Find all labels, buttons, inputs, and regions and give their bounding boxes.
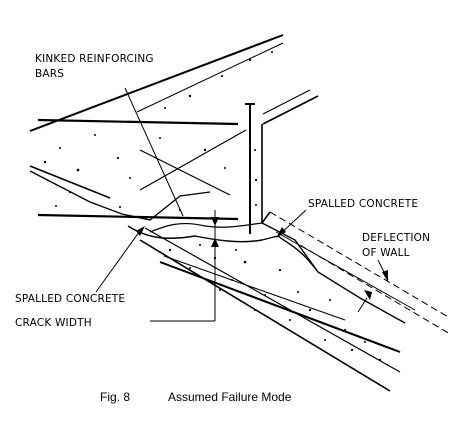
deflection-arrow-top xyxy=(382,270,388,282)
lower-reinforcing-bar-2 xyxy=(163,255,346,321)
lower-reinforcing-bar xyxy=(159,261,401,353)
diagonal-bar-2 xyxy=(139,129,247,191)
wall-notch xyxy=(261,211,271,224)
upper-slab-top-edge xyxy=(29,34,284,132)
spalled-left-leader xyxy=(95,227,143,293)
kinked-bars-leader xyxy=(124,87,184,217)
wall-stud xyxy=(245,103,271,234)
upper-slab-lower-face xyxy=(29,165,111,199)
crack-width-arrow-down xyxy=(211,217,219,226)
original-wall-line-2 xyxy=(299,244,451,335)
upper-right-slab xyxy=(262,89,319,125)
figure-caption: Assumed Failure Mode xyxy=(168,390,292,404)
wall-aggregate xyxy=(254,149,258,206)
label-deflection-line1: DEFLECTION xyxy=(362,232,430,244)
kinked-bar xyxy=(29,170,211,221)
crack-upper-edge xyxy=(149,222,263,233)
deflection-leader-2 xyxy=(357,297,368,313)
upper-slab-top-edge-inner xyxy=(136,42,284,113)
crack-width-arrow-up xyxy=(211,238,219,247)
label-kinked-bars-line1: KINKED REINFORCING xyxy=(35,53,154,65)
label-spalled-concrete-right: SPALLED CONCRETE xyxy=(308,198,418,210)
label-deflection-line2: OF WALL xyxy=(362,247,410,259)
original-wall-line-1 xyxy=(269,211,451,319)
diagonal-bar-1 xyxy=(139,149,231,196)
spalled-left-arrow xyxy=(136,226,145,236)
upper-slab-aggregate xyxy=(43,51,273,212)
lower-slab-bottom-face xyxy=(139,239,391,392)
lower-slab-inner-face xyxy=(144,227,401,373)
crack-lower-edge xyxy=(127,225,319,273)
spalled-right-arrow xyxy=(276,227,286,238)
label-kinked-bars-line2: BARS xyxy=(35,68,64,80)
top-reinforcing-bar xyxy=(37,118,239,126)
label-crack-width: CRACK WIDTH xyxy=(15,317,92,329)
deflection-arrow-bottom xyxy=(364,290,372,300)
leaders xyxy=(95,87,389,322)
upper-slab xyxy=(29,34,284,221)
lower-slab-aggregate xyxy=(168,244,382,362)
upper-right-slab-inner xyxy=(262,89,311,115)
figure-number: Fig. 8 xyxy=(100,390,130,404)
upper-right-slab-edge xyxy=(262,95,319,125)
label-spalled-concrete-left: SPALLED CONCRETE xyxy=(15,293,125,305)
lower-slab xyxy=(127,211,451,392)
deflected-surface-inner xyxy=(275,231,416,311)
